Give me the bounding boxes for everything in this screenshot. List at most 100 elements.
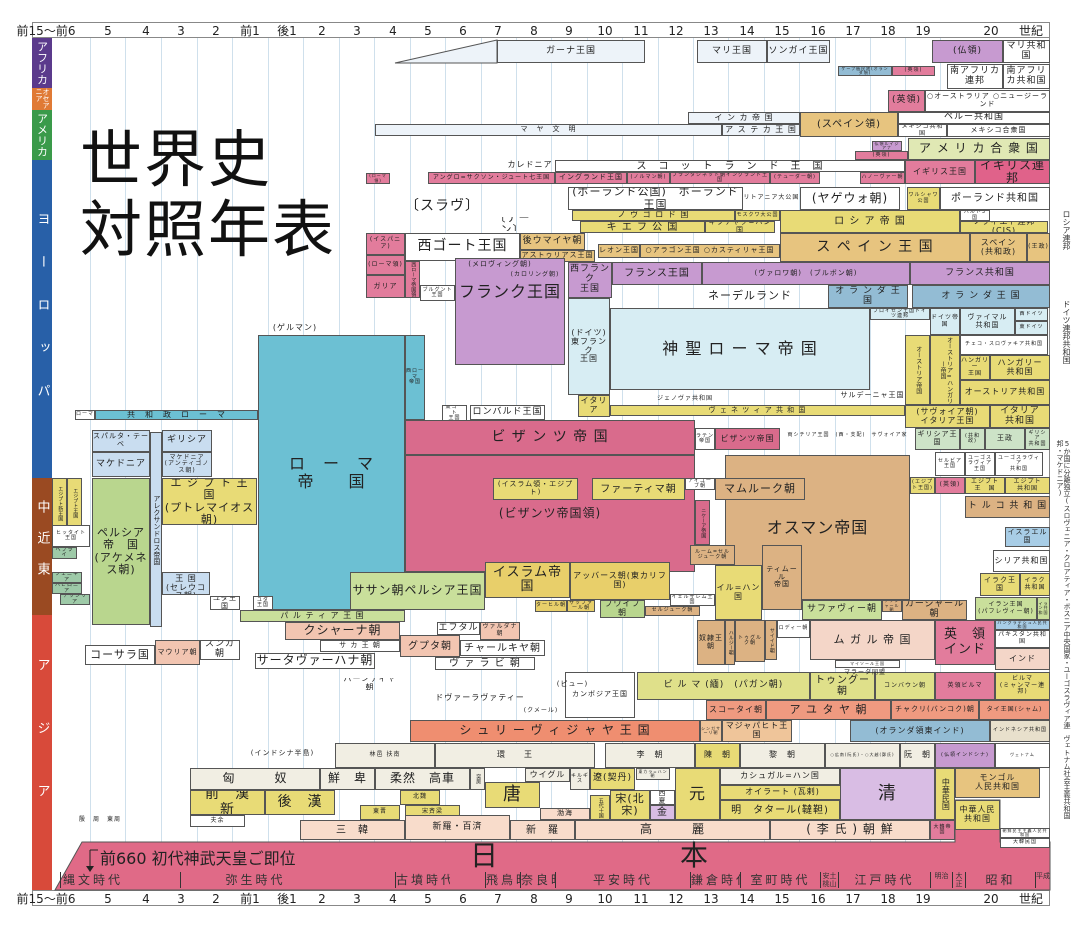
state-block-asia: ロディー朝 — [777, 620, 810, 638]
state-block-europe: イギリス連邦 — [975, 160, 1050, 184]
state-block-europe: スパルタ・テーベ — [92, 430, 150, 452]
state-block-middle-east: ファーティマ朝 — [592, 478, 685, 500]
state-block-europe: ラテン 帝国 — [695, 428, 715, 450]
state-block-europe: イタリア — [578, 395, 610, 417]
state-block-asia: 宋(北宋) — [610, 790, 650, 820]
state-block-middle-east: シ リ ア 王 国 (セレウコス朝) — [162, 572, 210, 595]
state-block-middle-east: サファヴィー朝 — [802, 600, 882, 620]
axis-label: 13 — [703, 24, 719, 38]
state-block-middle-east: ニケーア帝国 — [695, 500, 710, 545]
region-europe: ヨーロッパ — [32, 160, 52, 478]
state-block-europe: ノ ヴ ゴ ロ ド 国 — [572, 210, 735, 221]
state-block-asia: ○広南(阮氏)・○大越(鄭氏) — [825, 743, 900, 768]
state-block-asia: 新羅・百済 — [405, 815, 510, 840]
state-block-europe: 神 聖 ロ ー マ 帝 国 — [610, 308, 870, 390]
state-block-middle-east: イスラム帝国 — [485, 562, 570, 598]
axis-label: 18 — [880, 892, 896, 906]
state-block-asia: グプタ朝 — [400, 635, 460, 657]
state-block-asia: シ ュ リ ー ヴ ィ ジ ャ ヤ 王 国 — [410, 720, 700, 742]
state-block-asia: 唐 — [485, 782, 540, 808]
axis-label: 16 — [810, 892, 826, 906]
state-block-middle-east: パ ル テ ィ ア 王 国 — [240, 610, 405, 622]
state-block-europe: (ヴァロワ朝) (ブルボン朝) — [702, 262, 910, 285]
japan-era: 平成 — [1035, 872, 1050, 888]
state-block-europe: ス ペ イ ン 王 国 — [780, 233, 970, 262]
state-block-europe: フランク王国 — [455, 258, 565, 365]
state-block-middle-east: (英領) — [935, 477, 965, 494]
axis-label: 20 — [983, 24, 999, 38]
state-block-asia: インド — [995, 648, 1050, 670]
axis-label: 17 — [845, 892, 861, 906]
state-block-africa: マリ王国 — [697, 40, 767, 63]
axis-label: 15 — [774, 24, 790, 38]
state-block-europe: ビザンツ帝国 — [715, 428, 780, 450]
page-title: 世界史 対照年表 — [80, 125, 336, 265]
state-block-asia: ム ガ ル 帝 国 — [810, 620, 935, 660]
state-block-america: ペルー共和国 — [898, 112, 1050, 124]
label-europe: 両シチリア王国 (西・支配) サヴォイア家 — [787, 432, 908, 439]
state-block-middle-east: ターヒル朝 — [535, 600, 567, 612]
state-block-middle-east: イェルサレム王国 — [670, 594, 715, 606]
state-block-asia: バングラデシュ人民共和国 — [995, 620, 1050, 630]
state-block-europe: オーストリア帝国 — [905, 335, 930, 405]
japan-era: 平安時代 — [555, 872, 690, 888]
axis-label: 9 — [565, 24, 573, 38]
state-block-europe: 西ドイツ — [1015, 308, 1048, 321]
label-europe: リトアニア大公国 — [743, 193, 800, 201]
axis-label: 3 — [177, 24, 185, 38]
region-america: アメリカ — [32, 110, 52, 160]
label-asia: 殷 周 東周 — [78, 815, 121, 823]
state-block-europe: ヴ ェ ネ ツ ィ ア 共 和 国 — [610, 405, 905, 416]
state-block-asia: ウイグル — [525, 768, 570, 782]
axis-label: 3 — [353, 24, 361, 38]
state-block-europe: (共和政) — [960, 428, 985, 450]
state-block-asia: クシャーナ朝 — [285, 622, 400, 640]
state-block-asia: モンゴル 人民共和国 — [955, 768, 1040, 798]
axis-label: 2 — [318, 892, 326, 906]
axis-label: 5 — [104, 892, 112, 906]
state-block-africa: マリ共和国 — [1003, 40, 1050, 63]
jimmu-note: 前660 初代神武天皇ご即位 — [100, 849, 296, 868]
state-block-asia: 後 漢 — [265, 790, 335, 815]
label-asia: (インドシナ半島) — [250, 749, 315, 758]
state-block-middle-east: エジプト王国 — [67, 478, 82, 528]
axis-label: 11 — [633, 892, 649, 906]
state-block-europe: ブルグント 王国 — [420, 285, 455, 301]
state-block-asia: ビルマ (ミャンマー連邦) — [995, 672, 1050, 700]
japan-label-1: 日 — [470, 839, 499, 872]
state-block-middle-east: エジプト 共和国 — [1005, 477, 1050, 494]
state-block-europe: アレクサンドロス帝国 — [150, 432, 162, 627]
state-block-asia: 渤海 — [540, 808, 590, 820]
japan-era: 安土桃山 — [820, 872, 838, 888]
state-block-europe: (イスパニア) — [366, 233, 405, 255]
state-block-europe: ロ ー マ 帝 国 — [258, 335, 405, 610]
state-block-africa: ソンガイ王国 — [767, 40, 830, 63]
state-block-europe: ポーランド共和国 — [940, 187, 1050, 210]
state-block-europe: ドイツ帝国 — [930, 308, 960, 335]
state-block-europe: オ ラ ン ダ 王 国 — [828, 285, 908, 308]
state-block-middle-east: イラク王国 — [980, 573, 1020, 596]
state-block-middle-east: ブワイフ朝 — [600, 600, 645, 618]
state-block-asia: 高 麗 — [575, 820, 770, 840]
state-block-asia: 三 韓 — [300, 820, 405, 840]
state-block-africa: ケープ植民地(オランダ領) — [838, 66, 892, 76]
state-block-asia: 中華人民 共和国 — [955, 800, 1000, 830]
state-block-middle-east: イラク 共和国 — [1020, 573, 1050, 596]
label-europe: ネーデルランド — [708, 288, 792, 302]
state-block-middle-east: イラン王国 (パフレヴィー朝) — [975, 597, 1037, 620]
state-block-europe: 後ウマイヤ朝 — [520, 233, 585, 250]
state-block-europe: イタリア 共和国 — [990, 405, 1050, 428]
state-block-africa: 南アフリカ連邦 — [947, 64, 1003, 89]
state-block-europe: キ エ フ 公 国 — [580, 221, 705, 233]
state-block-asia: 大韓帝国 — [930, 820, 955, 840]
state-block-middle-east: ヘブライ — [52, 547, 77, 559]
state-block-middle-east: ユダ王国 — [210, 596, 240, 610]
axis-label: 7 — [494, 892, 502, 906]
state-block-middle-east: ヒッタイト 王国 — [52, 525, 90, 547]
side-note-yugoslavia: 5か国に分離独立(スロヴェニア・クロアティア・ボスニア中央国家・ユーゴスラヴィア… — [1056, 440, 1071, 729]
state-block-asia: 英領ビルマ — [935, 672, 995, 700]
state-block-middle-east: バビロニア — [52, 583, 82, 594]
axis-label: 19 — [915, 892, 931, 906]
state-block-asia: 西 夏 — [650, 790, 675, 805]
state-block-asia: 阮 朝 — [900, 743, 935, 768]
